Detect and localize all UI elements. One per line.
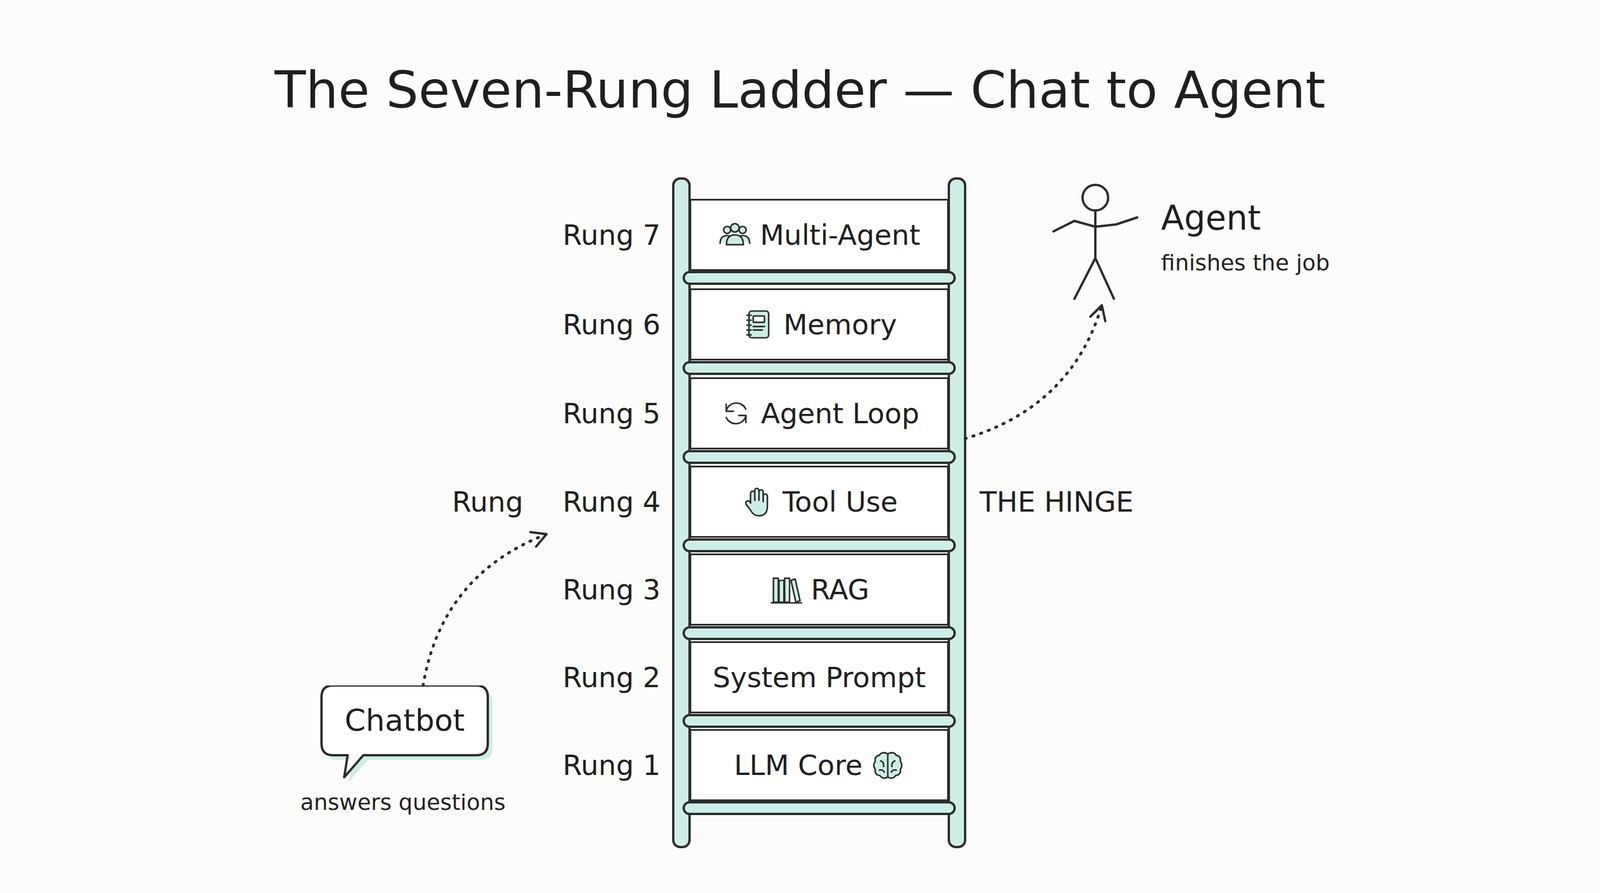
rung-box: Tool Use [689,465,949,538]
rung-number: Rung 2 [546,641,661,714]
dotted-arrow [965,305,1106,439]
chat-bubble: Chatbotanswers questions [290,685,516,820]
stick-figure [1048,182,1142,305]
rung-box: Agent Loop [689,377,949,450]
icon-stroke [749,311,770,338]
rung-number: Rung 7 [546,198,661,271]
rung-row: Rung 5 Agent Loop [546,377,966,450]
icon-stroke [784,578,789,603]
icon-stroke [879,754,896,778]
rung-box: Memory [689,288,949,361]
rung-number: Rung 3 [546,553,661,626]
books-icon [769,572,803,607]
rung-row: Rung 3 RAG [546,553,966,626]
icon-stroke [873,752,902,779]
rung-title: LLM Core [733,748,863,782]
figure-head [1082,184,1109,211]
ladder-bar [683,362,955,374]
rung-title: Multi-Agent [759,218,921,252]
arrow-head [1090,305,1106,321]
icon-stroke [738,226,746,234]
rung-title: Memory [783,308,897,341]
icon-stroke [747,315,752,335]
ladder-bar [683,802,955,814]
icon-stroke [753,316,765,323]
rung-row: Rung 6 Memory [546,288,966,361]
agent-figure: Agent finishes the job [1046,180,1373,306]
ladder-bar [683,451,955,463]
dotted-arrow [423,531,547,686]
icon-stroke [779,580,784,602]
figure-legs [1074,258,1114,299]
icon-stroke [726,234,744,245]
rung-title: RAG [811,573,870,606]
agent-caption: finishes the job [1161,248,1330,277]
notebook-icon [741,307,775,342]
diagram-title: The Seven-Rung Ladder — Chat to Agent [0,55,1600,125]
rung-row: Rung 2 System Prompt [546,641,966,714]
ladder-bar [683,539,955,552]
bubble-title: Chatbot [321,685,488,756]
rung-row: Rung 4 Tool Use [546,465,966,538]
ladder-bar [683,272,955,284]
dotted-line [423,534,547,686]
brain-icon [870,748,905,782]
icon-stroke [745,488,768,516]
figure-body [1094,210,1097,259]
icon-stroke [726,402,746,411]
rung-number: Rung 6 [546,288,661,361]
bubble-caption: answers questions [279,788,527,816]
ladder-bar [683,715,955,727]
icon-stroke [723,226,731,234]
arrow-head [530,531,547,547]
icon-stroke [790,579,800,603]
rung-row: Rung 1 LLM Core [546,729,966,802]
rung-number: Rung 1 [546,729,661,802]
callout-label: THE HINGE [979,484,1134,520]
rung-number: Rung 5 [546,377,661,450]
icon-stroke [738,415,746,423]
ladder [673,178,966,848]
people-icon [718,218,752,252]
agent-title: Agent [1161,197,1262,239]
rung-box: LLM Core [689,729,949,802]
icon-stroke [726,416,746,424]
rung-title: Tool Use [782,485,898,519]
rung-title: System Prompt [712,661,926,694]
icon-stroke [773,578,778,603]
dotted-line [965,305,1102,439]
figure-arms [1053,217,1138,232]
bubble-shape [321,685,488,778]
cycle-icon [719,396,753,431]
rung-number: Rung 4 [546,465,661,538]
hand-icon [740,484,775,519]
icon-stroke [730,223,740,233]
stray-label: Rung [406,484,524,520]
icon-stroke [770,602,802,605]
rung-row: Rung 7 Multi-Agent [546,198,966,271]
icon-stroke [753,326,765,331]
rung-title: Agent Loop [761,397,920,430]
rung-box: RAG [689,553,949,626]
rung-box: Multi-Agent [689,198,949,271]
ladder-bar [683,627,955,639]
icon-stroke [726,404,734,412]
rung-box: System Prompt [689,641,949,714]
